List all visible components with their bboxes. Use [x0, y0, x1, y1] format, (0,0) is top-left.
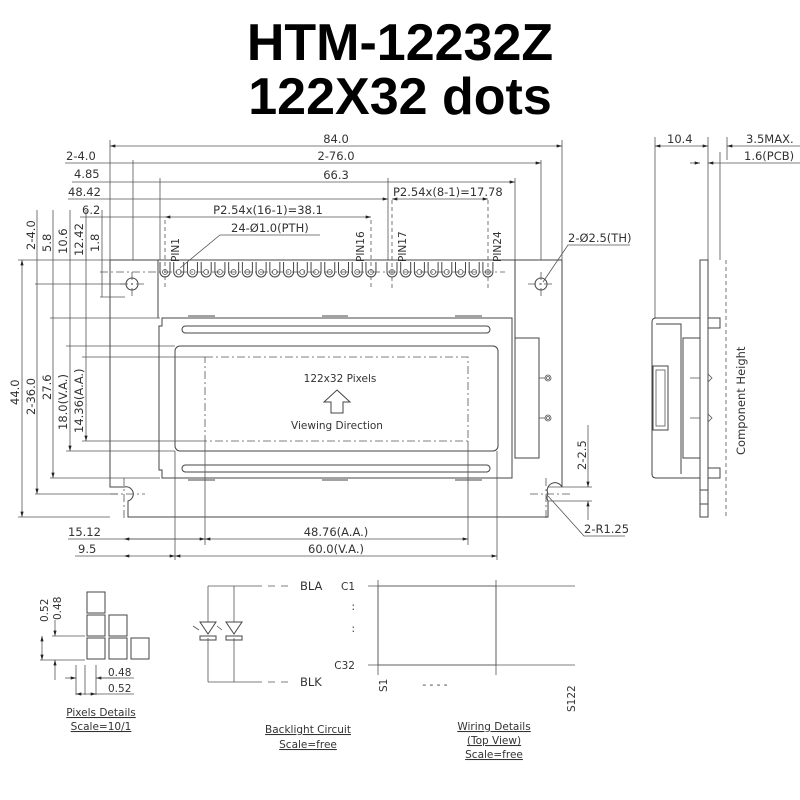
front-view: 122x32 Pixels Viewing Direction PIN1 PIN…	[100, 200, 570, 520]
pin-pad-24	[482, 262, 494, 278]
pin17-label: PIN17	[397, 231, 409, 262]
wiring-scale: Scale=free	[465, 749, 523, 761]
pin-pad-7	[241, 262, 253, 278]
backlight-scale: Scale=free	[279, 739, 337, 751]
backlight-tab	[514, 337, 540, 459]
dim-1-8: 1.8	[88, 234, 102, 252]
backlight-cathode: BLK	[300, 675, 322, 689]
pin-row	[159, 262, 494, 278]
dim-max: 3.5MAX.	[746, 132, 794, 146]
top-slot	[181, 325, 491, 334]
wiring-dots: - - - -	[422, 679, 447, 691]
dim-pcb: 1.6(PCB)	[744, 149, 794, 163]
wiring-details: C1 C32 : : S1 - - - - S122 Wiring Detail…	[334, 580, 578, 761]
dim-aa-height: 14.36(A.A.)	[72, 368, 86, 433]
dim-thickness: 10.4	[667, 132, 693, 146]
bottom-slot	[181, 464, 491, 473]
pixel-dim-h2: 0.48	[52, 597, 64, 620]
top-dimensions: 84.0 2-76.0 2-4.0 66.3 4.85 48.42 P2.54x…	[65, 132, 631, 283]
pixel-dim-w2: 0.52	[108, 683, 131, 695]
wiring-s1: S1	[378, 679, 390, 692]
pin-hole-10	[285, 269, 292, 275]
dim-bezel-width: 66.3	[323, 168, 349, 182]
viewing-direction-label: Viewing Direction	[291, 420, 383, 432]
backlight-title: Backlight Circuit	[265, 724, 351, 736]
pixel-dim-w1: 0.48	[108, 667, 131, 679]
pin16-label: PIN16	[355, 231, 367, 262]
pin1-label: PIN1	[170, 238, 182, 262]
pixels-label: 122x32 Pixels	[304, 373, 377, 385]
pcb-outline	[109, 259, 563, 518]
dim-aa-width: 48.76(A.A.)	[304, 525, 369, 539]
resolution-title: 122X32 dots	[248, 68, 552, 126]
dim-hole-inset-left: 2-4.0	[24, 220, 38, 250]
pin-hole-21	[443, 269, 450, 275]
dim-48-42: 48.42	[68, 185, 101, 199]
dim-slot: 2-2.5	[575, 440, 589, 470]
viewing-direction-arrow-icon	[322, 389, 352, 414]
left-dimensions: 44.0 2-36.0 27.6 18.0(V.A.) 14.36(A.A.) …	[8, 210, 205, 518]
component-height-label: Component Height	[734, 346, 748, 455]
pin-hole-3	[189, 269, 196, 275]
pixel-details-scale: Scale=10/1	[71, 721, 132, 733]
dim-mount-holes: 2-Ø2.5(TH)	[568, 231, 631, 245]
dim-5-8: 5.8	[40, 234, 54, 252]
side-connector	[652, 365, 669, 431]
dim-6-2: 6.2	[82, 203, 100, 217]
pixel-details-title: Pixels Details	[66, 707, 136, 719]
svg-text::: :	[351, 601, 355, 613]
wiring-s122: S122	[566, 685, 578, 712]
pin24-label: PIN24	[492, 231, 504, 262]
dim-va-height: 18.0(V.A.)	[56, 374, 70, 430]
side-view: 10.4 3.5MAX. 1.6(PCB) Component Height	[651, 132, 800, 518]
dim-hole-pitch: 2-76.0	[317, 149, 354, 163]
pixel-details: 0.52 0.48 0.48 0.52 Pixels Details Scale…	[39, 591, 150, 733]
dim-hole-pitch-vertical: 2-36.0	[24, 378, 38, 415]
dim-va-width: 60.0(V.A.)	[308, 542, 364, 556]
dim-bezel-height: 27.6	[40, 374, 54, 400]
dim-hole-inset-top: 2-4.0	[66, 149, 96, 163]
bottom-dimensions: 15.12 48.76(A.A.) 9.5 60.0(V.A.) 2-2.5 2…	[68, 425, 629, 560]
viewing-area	[174, 345, 499, 452]
dim-12-42: 12.42	[72, 223, 86, 256]
side-pcb	[699, 259, 709, 518]
active-area	[204, 356, 469, 442]
dim-radius: 2-R1.25	[584, 522, 629, 536]
pin-pad-14	[337, 262, 349, 278]
pin-pad-17	[386, 262, 398, 278]
wiring-c1: C1	[341, 581, 355, 593]
pixel-dim-h1: 0.52	[39, 599, 51, 622]
dim-overall-width: 84.0	[323, 132, 349, 146]
wiring-c32: C32	[334, 660, 355, 672]
dim-pin-pitch-17-24: P2.54x(8-1)=17.78	[393, 185, 503, 199]
dim-10-6: 10.6	[56, 228, 70, 254]
dim-9-5: 9.5	[78, 542, 96, 556]
side-bezel	[651, 317, 700, 479]
model-title: HTM-12232Z	[247, 14, 553, 72]
wiring-view: (Top View)	[467, 735, 521, 747]
svg-text::: :	[351, 623, 355, 635]
bezel	[158, 317, 513, 479]
backlight-circuit: BLA BLK Backlight Circuit Scale=free	[192, 579, 351, 751]
dim-overall-height: 44.0	[8, 379, 22, 405]
dim-pin-pitch-1-16: P2.54x(16-1)=38.1	[213, 203, 323, 217]
backlight-anode: BLA	[300, 579, 323, 593]
pin-hole-20	[430, 269, 437, 275]
dim-4-85: 4.85	[74, 167, 100, 181]
dim-15-12: 15.12	[68, 525, 101, 539]
wiring-title: Wiring Details	[457, 721, 530, 733]
dim-pin-holes: 24-Ø1.0(PTH)	[231, 221, 309, 235]
